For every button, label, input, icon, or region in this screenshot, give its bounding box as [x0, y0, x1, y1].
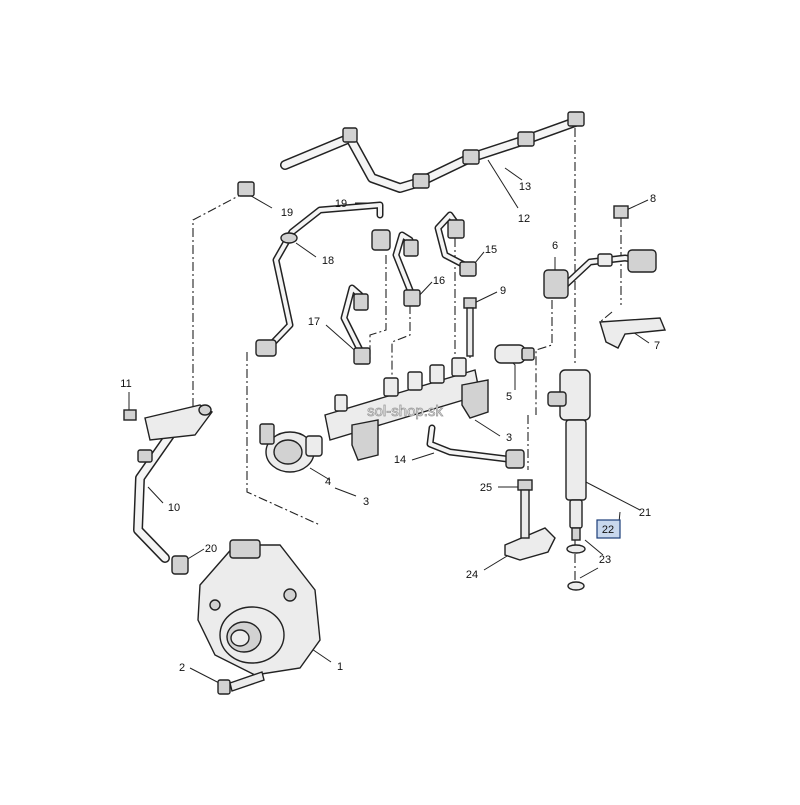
- hose-connector: [517, 131, 535, 147]
- callout-8: 8: [650, 193, 656, 205]
- highlight-22-box[interactable]: [596, 519, 621, 539]
- callout-7: 7: [654, 340, 660, 352]
- callout-18: 18: [322, 255, 334, 267]
- callout-3: 3: [506, 432, 512, 444]
- callout-6: 6: [552, 240, 558, 252]
- hose-connector: [412, 173, 430, 189]
- callout-2: 2: [179, 662, 185, 674]
- pressure-sensor-5: [494, 344, 535, 364]
- callout-25: 25: [480, 482, 492, 494]
- callout-14: 14: [394, 454, 406, 466]
- callout-12: 12: [518, 213, 530, 225]
- washer-23: [567, 581, 585, 591]
- callout-1: 1: [337, 661, 343, 673]
- callout-16: 16: [433, 275, 445, 287]
- pump-1: [197, 539, 321, 676]
- bracket-7: [599, 317, 667, 349]
- bolt-9: [463, 297, 477, 357]
- hp-pipe-16: [392, 231, 421, 307]
- callout-21: 21: [639, 507, 651, 519]
- callout-17: 17: [308, 316, 320, 328]
- assembly-guide-lines: [192, 128, 622, 585]
- callout-4: 4: [325, 476, 331, 488]
- bolt-2: [217, 671, 265, 695]
- callout-9: 9: [500, 285, 506, 297]
- callout-19: 19: [335, 198, 347, 210]
- fuel-rail-3: [324, 357, 489, 461]
- callout-20: 20: [205, 543, 217, 555]
- hose-connector: [342, 127, 358, 143]
- hose-connector: [462, 149, 480, 165]
- callout-10: 10: [168, 502, 180, 514]
- return-pipe-14: [426, 424, 525, 469]
- clip-19: [237, 181, 255, 197]
- hp-pipe-17: [340, 284, 371, 365]
- callout-23: 23: [599, 554, 611, 566]
- callout-3: 3: [363, 496, 369, 508]
- watermark-text: sol-shop.sk: [367, 403, 443, 420]
- washer-22: [566, 544, 586, 554]
- callout-15: 15: [485, 244, 497, 256]
- pressure-valve-4: [259, 423, 323, 473]
- wiring-connector-6: [543, 249, 657, 299]
- callout-5: 5: [506, 391, 512, 403]
- injector-21: [547, 369, 591, 541]
- callout-22[interactable]: 22: [602, 524, 614, 536]
- feed-hose-10: [133, 423, 180, 563]
- hp-pipe-15: [434, 211, 477, 277]
- callout-labels: 1 2 3 3 4 5 6 7 8 9 10 11 12 13 14 15 16…: [120, 181, 660, 674]
- hose-connector: [567, 111, 585, 127]
- clip-20: [171, 555, 189, 575]
- callout-19: 19: [281, 207, 293, 219]
- clamp-24: [504, 527, 556, 561]
- callout-24: 24: [466, 569, 478, 581]
- bolt-25: [517, 479, 533, 539]
- return-pipe-18: [255, 201, 391, 357]
- bolt-8: [613, 205, 629, 219]
- fitting-top-left: [144, 404, 214, 441]
- leak-off-line-12: [280, 111, 585, 193]
- callout-13: 13: [519, 181, 531, 193]
- bolt-11: [123, 409, 137, 421]
- callout-11: 11: [120, 378, 131, 390]
